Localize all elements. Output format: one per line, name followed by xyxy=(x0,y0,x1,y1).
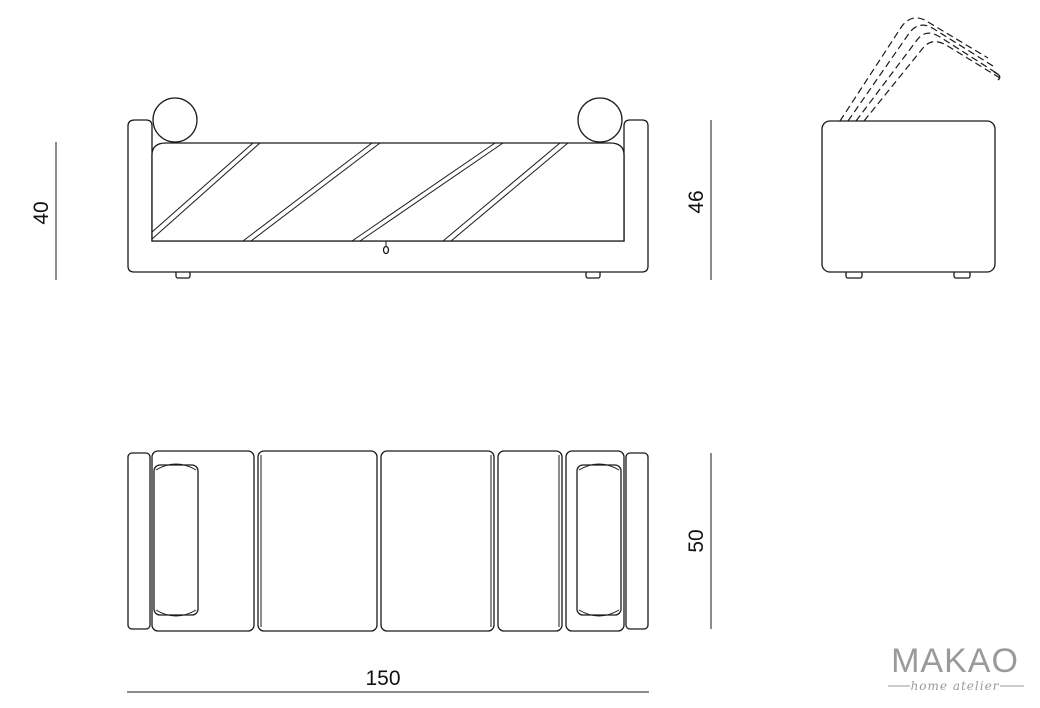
front-bolster-right xyxy=(577,97,623,143)
brand-logo: MAKAO home atelier xyxy=(888,642,1024,693)
top-view xyxy=(127,450,649,632)
front-diagonal-grooves xyxy=(151,142,569,242)
front-bolster-left xyxy=(152,97,198,143)
front-pull-tip xyxy=(382,245,390,255)
side-view xyxy=(821,17,1001,279)
top-armrest-left xyxy=(127,452,151,630)
dim-top-width: 150 xyxy=(127,667,649,693)
front-seat-cushion xyxy=(151,142,625,242)
top-seat-segment-3 xyxy=(497,450,563,632)
dim-front-total-height: 46 xyxy=(685,120,712,280)
side-lid-open-dashed xyxy=(839,17,1001,122)
top-armrest-right xyxy=(625,452,649,630)
top-bolster-right xyxy=(576,463,622,617)
top-bolster-left xyxy=(153,463,199,617)
brand-logo-tagline: home atelier xyxy=(911,679,1000,693)
top-seat-segment-2 xyxy=(380,450,495,632)
side-body xyxy=(821,120,996,273)
front-view xyxy=(127,97,649,279)
dim-top-depth: 50 xyxy=(685,453,712,629)
dim-top-depth-label: 50 xyxy=(685,529,708,552)
dim-front-height-label: 40 xyxy=(30,201,53,224)
dim-top-width-label: 150 xyxy=(365,667,400,690)
brand-logo-text: MAKAO xyxy=(891,642,1019,680)
dim-front-height: 40 xyxy=(30,142,57,280)
dim-front-total-height-label: 46 xyxy=(685,190,708,213)
top-seat-segment-1 xyxy=(257,450,378,632)
